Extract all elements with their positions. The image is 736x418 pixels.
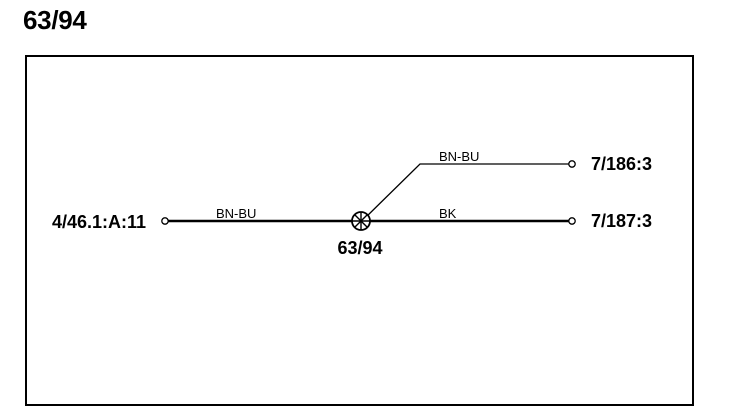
page-title: 63/94	[23, 5, 87, 35]
wire-label-right-main: BK	[439, 206, 457, 221]
wire-label-left-main: BN-BU	[216, 206, 256, 221]
splice-icon	[351, 211, 371, 231]
connector-label-left: 4/46.1:A:11	[52, 212, 146, 232]
wire-label-branch-top: BN-BU	[439, 149, 479, 164]
connector-label-right-top: 7/186:3	[591, 154, 652, 174]
connector-label-right-bottom: 7/187:3	[591, 211, 652, 231]
connector-pin-right-top	[568, 160, 576, 168]
splice-label: 63/94	[337, 238, 382, 258]
wire-branch-top	[361, 163, 569, 222]
connector-pin-left	[161, 217, 169, 225]
connector-pin-right-bottom	[568, 217, 576, 225]
diagram-frame	[25, 55, 694, 406]
